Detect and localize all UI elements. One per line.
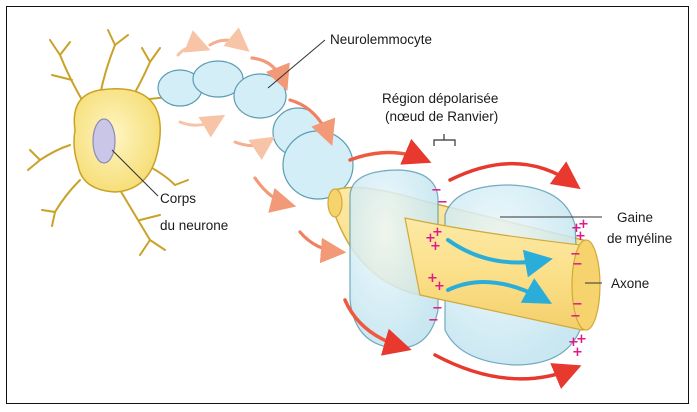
charge-plus: + <box>575 229 586 244</box>
charge-plus: + <box>572 345 583 360</box>
label-region-line1: Région dépolarisée <box>382 91 498 106</box>
label-neurolemmocyte: Neurolemmocyte <box>330 32 432 47</box>
label-gaine-line2: de myéline <box>607 231 672 246</box>
myelin-sheath <box>350 170 600 365</box>
charge-minus: − <box>572 257 583 272</box>
charge-plus: + <box>430 239 441 254</box>
charge-minus: − <box>437 195 448 210</box>
label-corps-line1: Corps <box>160 191 196 206</box>
charge-minus: − <box>570 309 581 324</box>
label-axone: Axone <box>611 276 649 291</box>
ranvier-bracket <box>434 134 455 146</box>
label-corps-line2: du neurone <box>160 218 228 233</box>
label-gaine-line1: Gaine <box>617 210 653 225</box>
nucleus <box>93 119 115 163</box>
charge-plus: + <box>432 225 443 240</box>
charge-plus: + <box>434 279 445 294</box>
label-region-line2: (nœud de Ranvier) <box>385 109 498 124</box>
charge-minus: − <box>428 313 439 328</box>
